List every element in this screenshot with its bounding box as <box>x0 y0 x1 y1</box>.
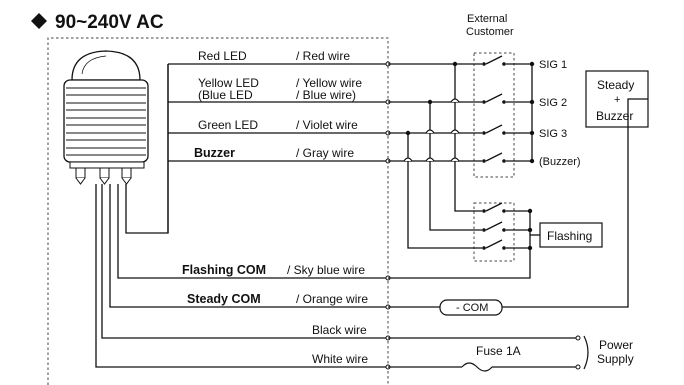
diamond-icon <box>31 13 47 29</box>
signal-sig3: SIG 3 <box>539 128 567 140</box>
wire-violet-wire-label: / Violet wire <box>296 118 358 132</box>
wire-yellow-led-label: Yellow LED <box>198 76 259 90</box>
fuse-label: Fuse 1A <box>476 344 521 358</box>
wire-blue-wire-label: / Blue wire) <box>296 88 356 102</box>
steady-box-line3: Buzzer <box>596 109 633 123</box>
relay-switch-icon <box>482 55 506 163</box>
power-supply-line1: Power <box>599 338 633 352</box>
wire-buzzer-label: Buzzer <box>194 146 235 160</box>
wire-steady-com-label: Steady COM <box>187 292 261 306</box>
wire-blue-led-label: (Blue LED <box>198 88 253 102</box>
wire-green-led-label: Green LED <box>198 118 258 132</box>
external-customer-line2: Customer <box>466 26 514 38</box>
page-title: 90~240V AC <box>55 12 164 33</box>
steady-box-line2: + <box>614 94 620 106</box>
power-supply-line2: Supply <box>597 352 634 366</box>
signal-buzzer: (Buzzer) <box>539 156 581 168</box>
com-label: - COM <box>456 302 488 314</box>
wire-red-led-label: Red LED <box>198 49 247 63</box>
flashing-relay-switch-icon <box>482 202 506 250</box>
relay-box-steady <box>473 52 515 178</box>
wire-flashing-com-label: Flashing COM <box>182 263 266 277</box>
steady-box-line1: Steady <box>597 78 634 92</box>
external-customer-line1: External <box>467 13 507 25</box>
signal-sig2: SIG 2 <box>539 97 567 109</box>
wire-sky-blue-wire-label: / Sky blue wire <box>287 263 365 277</box>
wire-white-wire-label: White wire <box>312 352 368 366</box>
relay-box-flashing <box>473 202 515 262</box>
wire-black-wire-label: Black wire <box>312 323 367 337</box>
wire-gray-wire-label: / Gray wire <box>296 146 354 160</box>
flashing-box <box>539 222 603 248</box>
wire-orange-wire-label: / Orange wire <box>296 292 368 306</box>
wire-yellow-wire-label: / Yellow wire <box>296 76 362 90</box>
wire-red-wire-label: / Red wire <box>296 49 350 63</box>
signal-sig1: SIG 1 <box>539 59 567 71</box>
fuse-icon <box>461 362 493 372</box>
signal-tower-lamp-icon <box>63 50 149 185</box>
product-boundary <box>47 37 389 385</box>
com-badge <box>439 299 503 316</box>
flashing-box-label: Flashing <box>547 229 592 243</box>
